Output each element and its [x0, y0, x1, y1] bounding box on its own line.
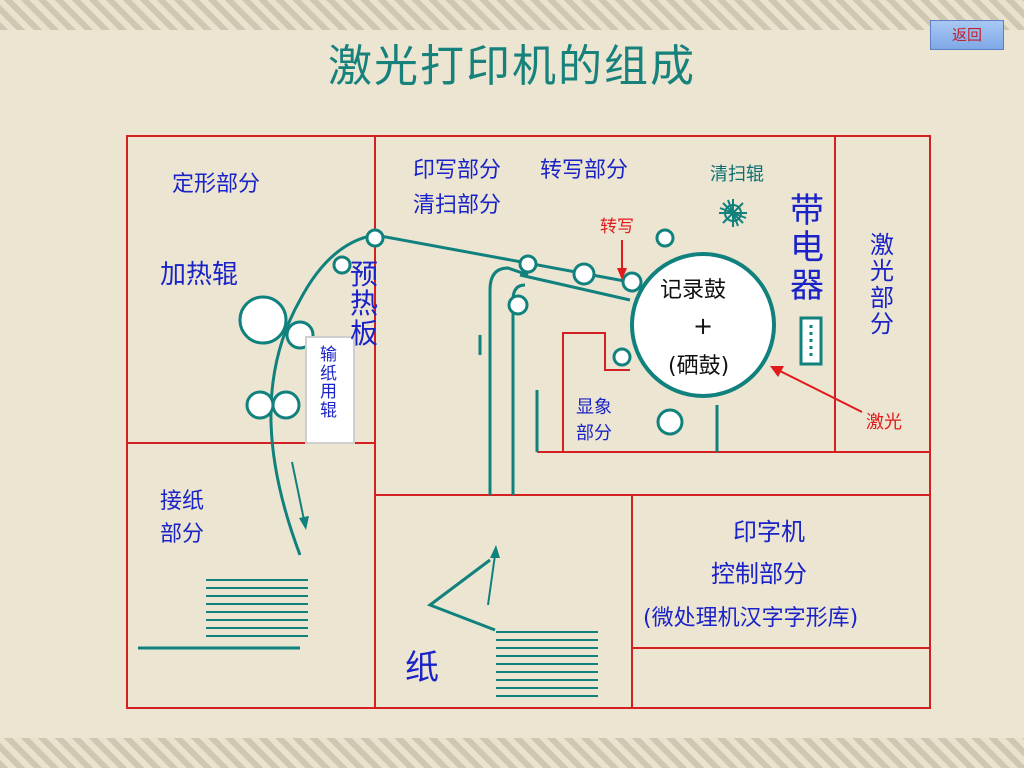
- paper-receive-label-line1: 接纸: [160, 489, 205, 514]
- paper-guide-inner: [519, 273, 631, 302]
- paper-guide-vertical-right: [511, 283, 526, 495]
- drum-label-line2: +: [693, 312, 714, 340]
- developer-roller: [656, 408, 684, 436]
- paper-roller-right: [271, 390, 301, 420]
- developer-label-line2: 部分: [576, 423, 612, 444]
- laser-label: 激光: [866, 412, 902, 433]
- paper-label: 纸: [405, 648, 439, 688]
- cleaning-brush-icon: [719, 199, 747, 227]
- controller-label-line3: (微处理机汉字字形库): [643, 606, 859, 631]
- preheat-plate-label: 预热板: [350, 258, 379, 350]
- guide-roller-inner: [507, 294, 529, 316]
- paper-tray-guide: [426, 558, 496, 632]
- outer-frame: [126, 135, 931, 709]
- print-write-section-label: 印写部分: [413, 158, 502, 183]
- cleaning-section-label: 清扫部分: [413, 193, 502, 218]
- transfer-section-label: 转写部分: [540, 158, 629, 183]
- charger-label: 带电器: [790, 191, 824, 306]
- controller-label-line1: 印字机: [733, 518, 805, 546]
- decorative-bottom-border: [0, 738, 1024, 768]
- guide-roller-top: [365, 228, 385, 248]
- heating-roller-label: 加热辊: [160, 260, 239, 290]
- paper-guide-vertical-left: [488, 266, 529, 495]
- cleaning-small-roller: [655, 228, 675, 248]
- fixing-section-label: 定形部分: [172, 172, 261, 197]
- cleaning-roller-label: 清扫辊: [710, 164, 764, 185]
- paper-roller-left: [245, 390, 275, 420]
- transfer-roller-1: [518, 254, 538, 274]
- transfer-roller-3: [621, 271, 643, 293]
- guide-roller-left: [332, 255, 352, 275]
- paper-feed-roller-label-box: [305, 336, 355, 444]
- developer-label-line1: 显象: [576, 397, 612, 418]
- recording-drum: [630, 252, 776, 398]
- rollers: [238, 228, 684, 436]
- laser-arrow: [777, 369, 863, 413]
- charger-unit: [799, 316, 823, 366]
- paper-in-arrow: [487, 554, 496, 606]
- paper-path: [138, 233, 719, 650]
- output-paper-stack: [206, 579, 308, 637]
- paper-guide-outer: [269, 233, 631, 556]
- heating-roller-main: [238, 295, 288, 345]
- paper-receive-label-line2: 部分: [160, 522, 205, 547]
- transfer-roller-2: [572, 262, 596, 286]
- decorative-top-border: [0, 0, 1024, 30]
- developer-small-roller: [612, 347, 632, 367]
- back-button[interactable]: 返回: [930, 20, 1004, 50]
- developer-box-outline: [562, 332, 630, 452]
- transfer-point-label: 转写: [600, 217, 634, 237]
- paper-out-arrow: [291, 461, 305, 521]
- paper-feed-roller-label: 输纸用辊: [320, 345, 337, 422]
- arrows: [291, 240, 863, 606]
- drum-label-line1: 记录鼓: [660, 278, 727, 303]
- input-paper-stack: [496, 631, 598, 697]
- drum-label-line3: (硒鼓): [668, 354, 730, 379]
- page-title: 激光打印机的组成: [328, 41, 696, 92]
- controller-label-line2: 控制部分: [711, 560, 807, 588]
- laser-section-label: 激光部分: [870, 231, 894, 339]
